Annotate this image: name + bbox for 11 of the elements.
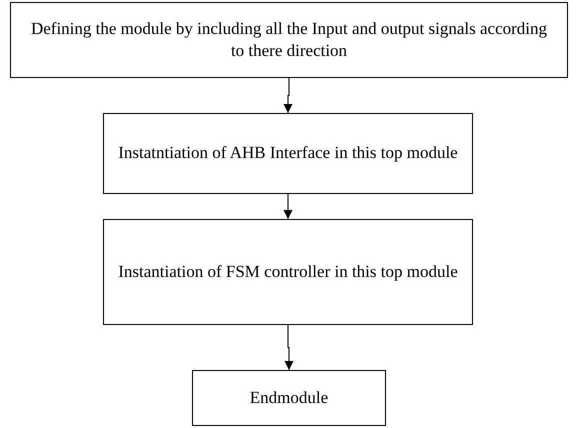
box-text: Instantiation of FSM controller in this top module <box>118 260 458 283</box>
box-text: Endmodule <box>250 386 328 409</box>
process-box <box>192 370 386 426</box>
arrow <box>284 194 292 220</box>
box-text: Defining the module by including all the Input and output signals according to there direction <box>30 18 548 62</box>
process-box <box>103 113 473 194</box>
process-box <box>10 2 568 78</box>
arrow <box>284 78 292 114</box>
arrow <box>284 324 294 370</box>
box-text: Instatntiation of AHB Interface in this top module <box>118 142 458 164</box>
process-box <box>103 219 473 325</box>
